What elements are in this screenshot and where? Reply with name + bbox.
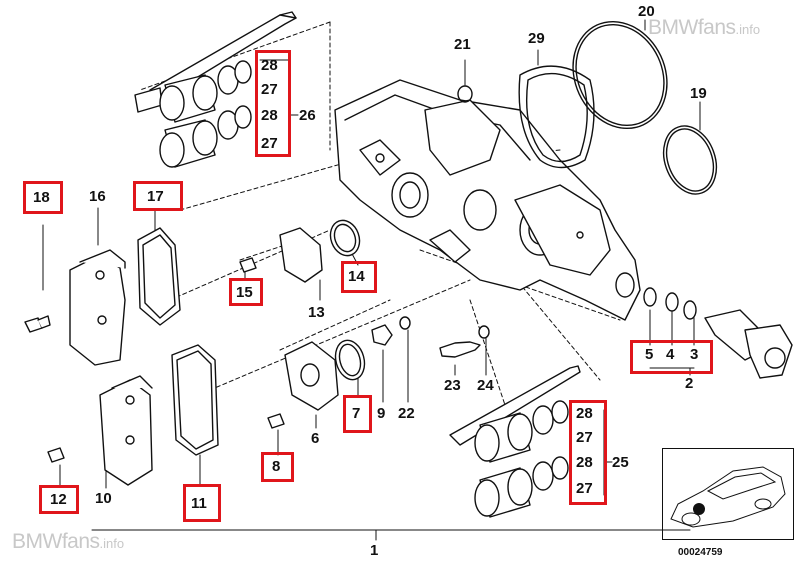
watermark-top-suffix: .info bbox=[735, 22, 761, 37]
highlight-box-11 bbox=[183, 484, 221, 522]
highlight-box-15 bbox=[229, 278, 263, 306]
part-label-3: 3 bbox=[690, 346, 699, 363]
part-label-26: 26 bbox=[299, 107, 316, 124]
part-label-12: 12 bbox=[50, 491, 67, 508]
part-label-28c: 28 bbox=[576, 405, 593, 422]
watermark-top-text: BMWfans bbox=[648, 16, 736, 39]
flange-and-oring bbox=[284, 339, 366, 411]
part-label-27a: 27 bbox=[261, 81, 278, 98]
highlight-box-28-27-top bbox=[255, 50, 291, 157]
seal-rings-right bbox=[457, 20, 718, 195]
part-label-6: 6 bbox=[311, 430, 320, 447]
highlight-box-17 bbox=[133, 181, 183, 211]
part-label-21: 21 bbox=[454, 36, 471, 53]
part-label-20: 20 bbox=[638, 3, 655, 20]
part-label-28b: 28 bbox=[261, 107, 278, 124]
watermark-bottom-suffix: .info bbox=[99, 536, 125, 551]
part-label-27b: 27 bbox=[261, 135, 278, 152]
caliper-housing bbox=[334, 79, 641, 321]
part-label-19: 19 bbox=[690, 85, 707, 102]
part-label-24: 24 bbox=[477, 377, 494, 394]
part-label-25: 25 bbox=[612, 454, 629, 471]
highlight-box-14 bbox=[341, 261, 377, 293]
bleeder-fitting bbox=[643, 287, 793, 379]
car-outline-icon bbox=[670, 466, 786, 528]
part-label-5: 5 bbox=[645, 346, 654, 363]
part-label-10: 10 bbox=[95, 490, 112, 507]
part-label-9: 9 bbox=[377, 405, 386, 422]
part-label-27c: 27 bbox=[576, 429, 593, 446]
cap-and-oring bbox=[279, 219, 361, 283]
part-label-8: 8 bbox=[272, 458, 281, 475]
part-label-2: 2 bbox=[685, 375, 694, 392]
part-label-17: 17 bbox=[147, 188, 164, 205]
highlight-box-7 bbox=[343, 395, 372, 433]
piston-assembly-top bbox=[134, 11, 297, 168]
part-label-18: 18 bbox=[33, 189, 50, 206]
screws bbox=[24, 257, 490, 463]
watermark-top: BMWfans.info bbox=[648, 16, 760, 40]
part-label-7: 7 bbox=[352, 405, 361, 422]
part-label-11: 11 bbox=[191, 495, 207, 512]
vehicle-location-inset bbox=[662, 448, 794, 540]
part-label-14: 14 bbox=[348, 268, 365, 285]
covers-and-gaskets bbox=[69, 227, 219, 486]
piston-assembly-bottom bbox=[449, 365, 581, 518]
part-label-23: 23 bbox=[444, 377, 461, 394]
highlight-box-12 bbox=[39, 485, 79, 514]
watermark-bottom-text: BMWfans bbox=[12, 530, 100, 553]
part-label-29: 29 bbox=[528, 30, 545, 47]
part-label-13: 13 bbox=[308, 304, 325, 321]
part-label-4: 4 bbox=[666, 346, 675, 363]
highlight-box-28-27-bottom bbox=[569, 400, 607, 505]
part-label-28d: 28 bbox=[576, 454, 593, 471]
part-label-16: 16 bbox=[89, 188, 106, 205]
highlight-box-18 bbox=[23, 181, 63, 214]
part-label-1: 1 bbox=[370, 542, 379, 559]
diagram-code: 00024759 bbox=[678, 547, 723, 558]
part-label-22: 22 bbox=[398, 405, 415, 422]
highlight-box-8 bbox=[261, 452, 294, 482]
part-label-15: 15 bbox=[236, 284, 253, 301]
highlight-box-5-4-3 bbox=[630, 340, 713, 374]
part-label-27d: 27 bbox=[576, 480, 593, 497]
watermark-bottom: BMWfans.info bbox=[12, 530, 124, 554]
part-label-28a: 28 bbox=[261, 57, 278, 74]
